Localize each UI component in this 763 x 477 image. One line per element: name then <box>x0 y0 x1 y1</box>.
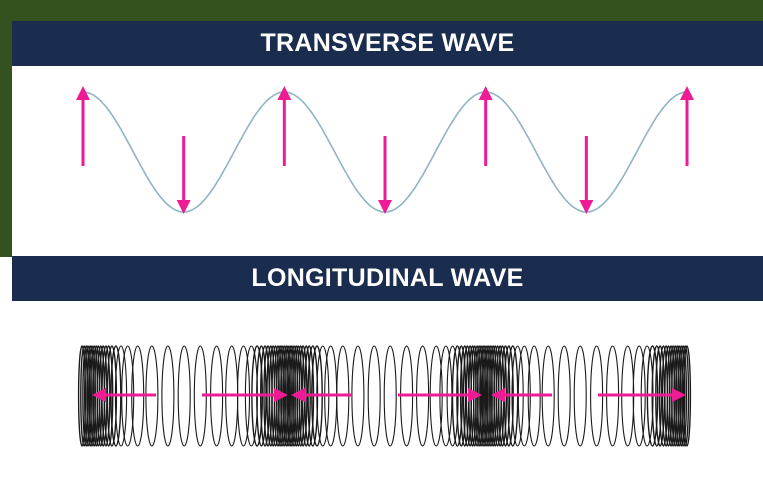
transverse-arrow-up <box>277 86 292 166</box>
longitudinal-arrow-left <box>291 388 352 402</box>
transverse-arrow-up <box>680 86 694 166</box>
transverse-wave-graphic <box>76 86 694 214</box>
longitudinal-arrow-left <box>92 388 156 402</box>
longitudinal-wave-banner: LONGITUDINAL WAVE <box>12 256 763 301</box>
longitudinal-arrow-right <box>598 388 686 402</box>
transverse-wave-banner: TRANSVERSE WAVE <box>12 21 763 66</box>
coil-loop <box>557 345 571 447</box>
longitudinal-arrow-left <box>491 388 552 402</box>
coil-loop <box>161 345 175 447</box>
longitudinal-arrow-right <box>398 388 482 402</box>
transverse-arrow-up <box>76 86 90 166</box>
transverse-arrow-down <box>176 136 191 214</box>
transverse-arrow-up <box>478 86 493 166</box>
coil-loop <box>177 345 191 447</box>
coil-loop <box>351 345 365 447</box>
transverse-wave-title: TRANSVERSE WAVE <box>260 29 515 57</box>
transverse-arrow-down <box>378 136 392 214</box>
longitudinal-arrow-right <box>202 388 288 402</box>
coil-loop <box>82 345 91 447</box>
transverse-arrow-down <box>579 136 594 214</box>
longitudinal-wave-graphic <box>77 345 692 447</box>
coil-loop <box>573 345 587 447</box>
coil-loop <box>367 345 381 447</box>
transverse-panel <box>12 66 763 257</box>
coil-loop <box>383 345 397 447</box>
longitudinal-wave-title: LONGITUDINAL WAVE <box>251 264 524 292</box>
